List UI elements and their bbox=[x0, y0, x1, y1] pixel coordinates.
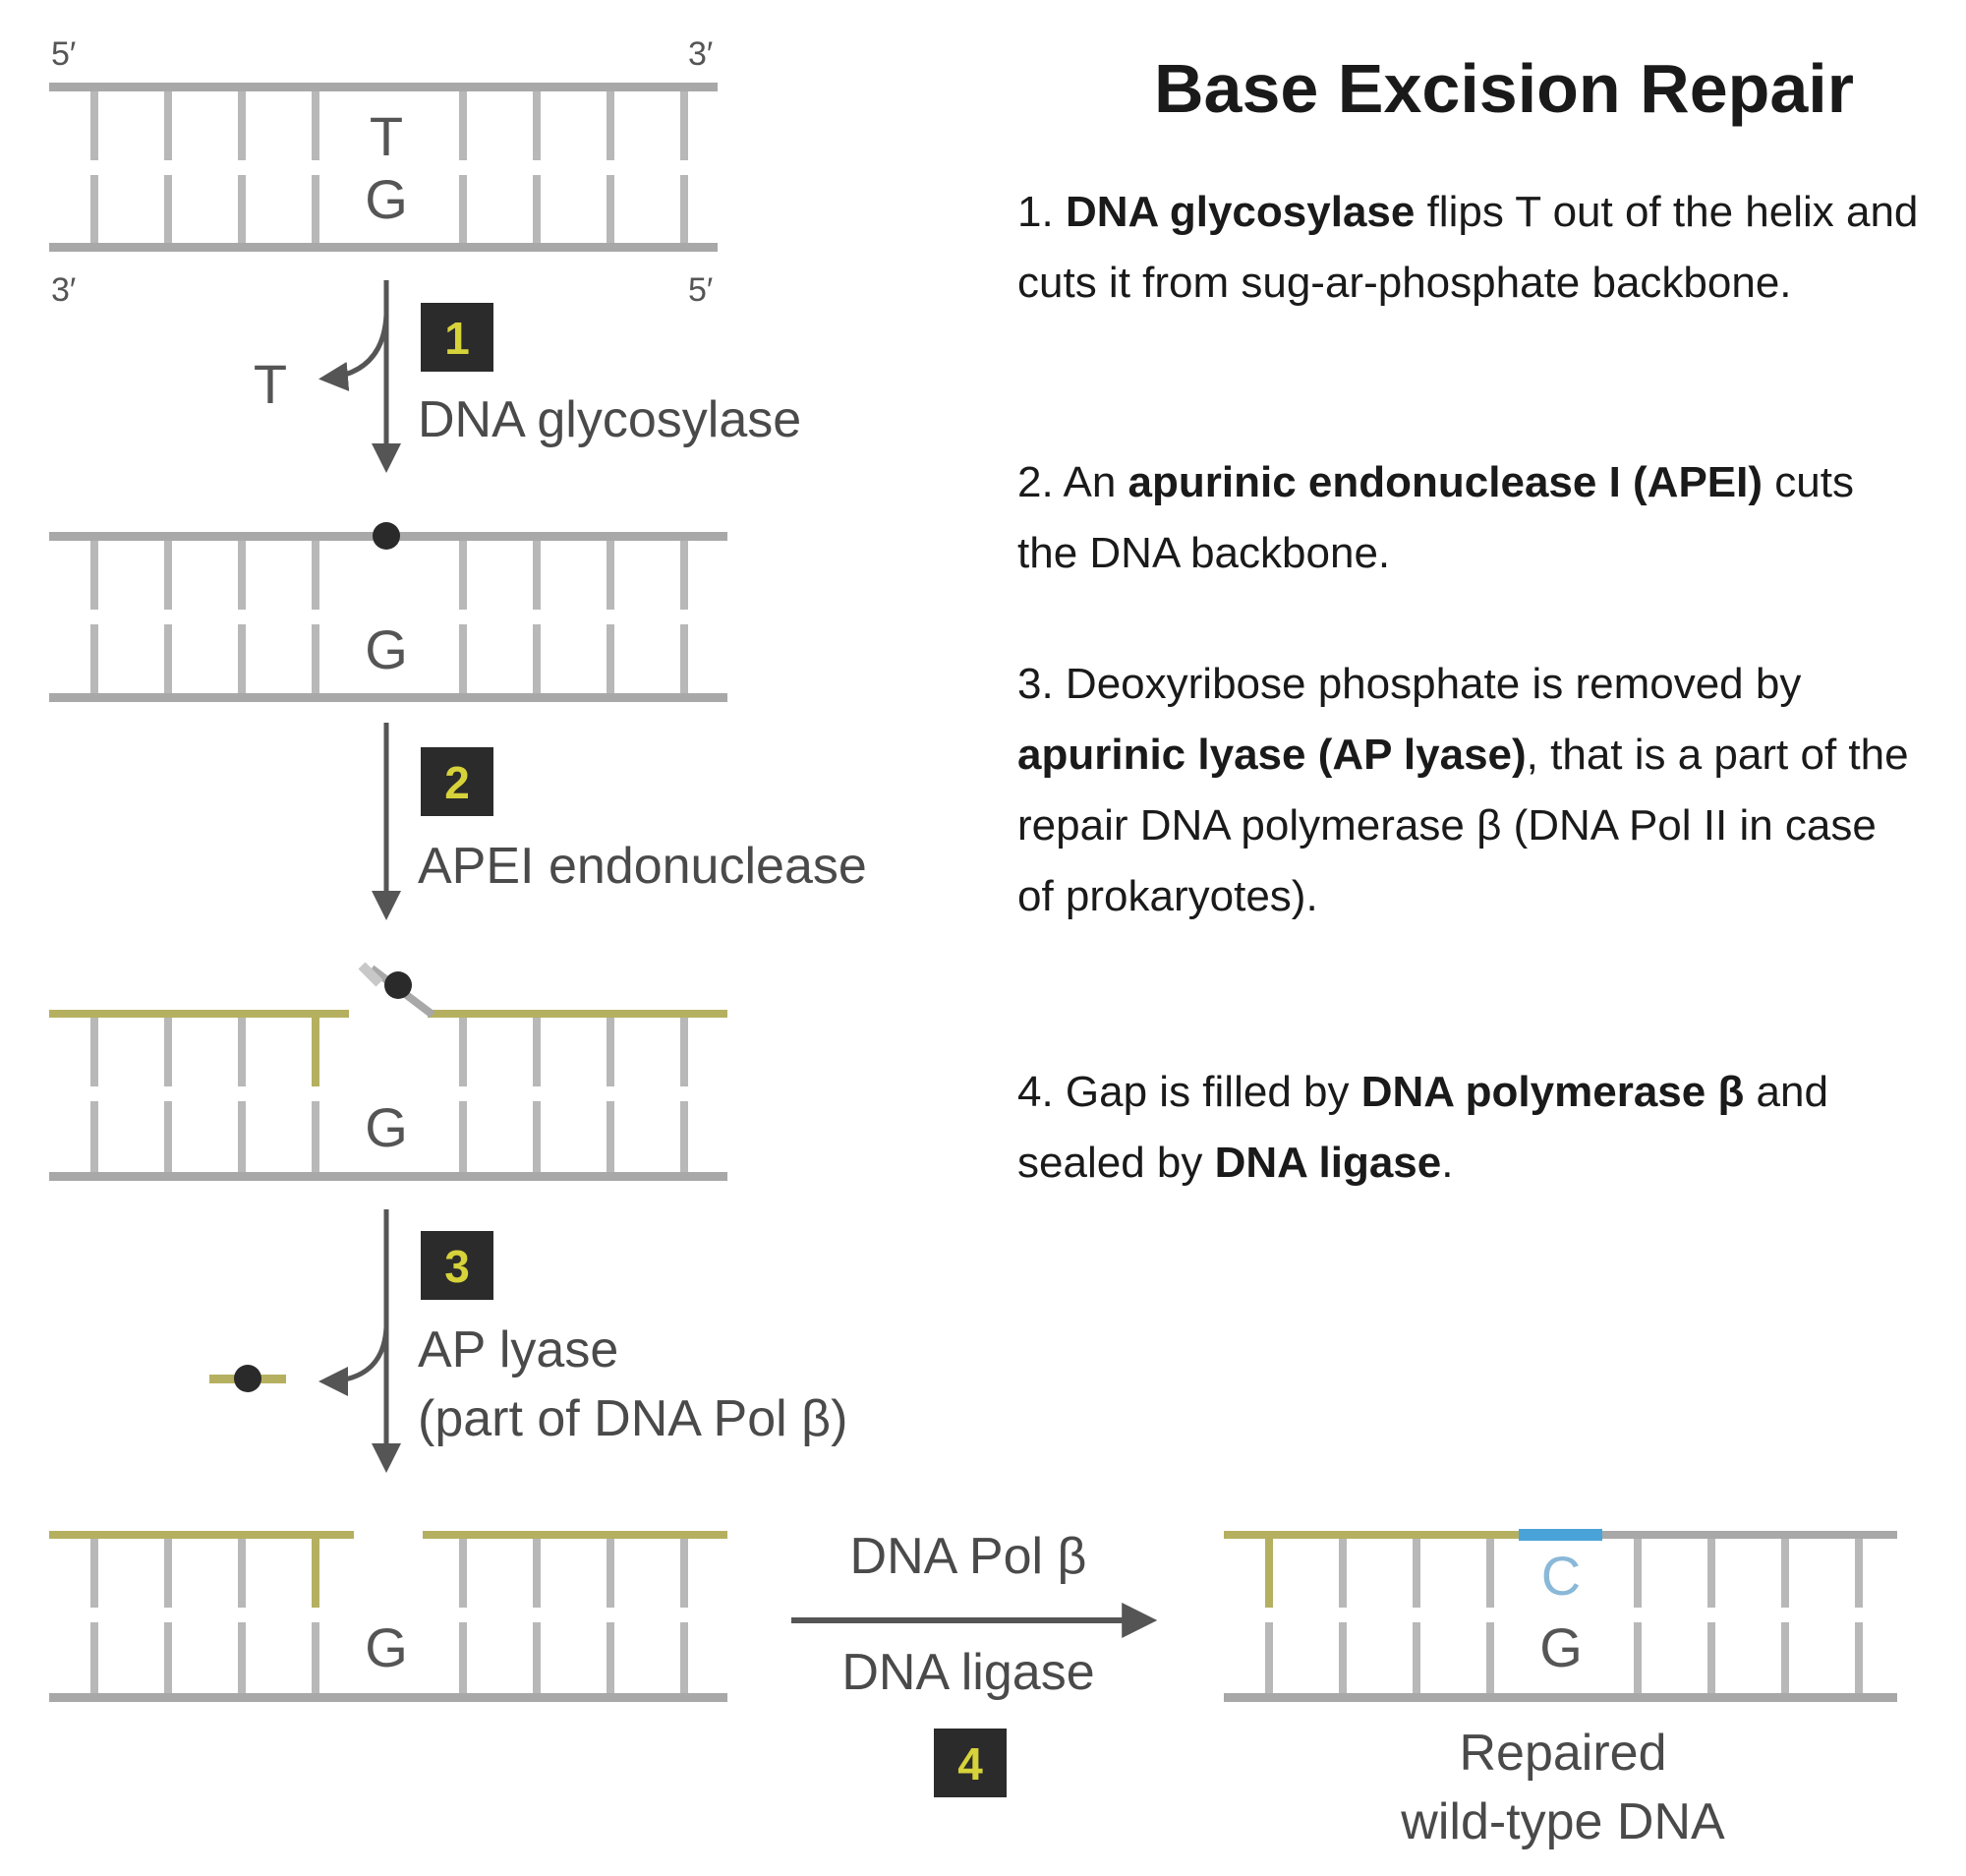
step-4-bold-2: DNA ligase bbox=[1214, 1139, 1442, 1187]
step-2-enzyme-label: APEI endonuclease bbox=[418, 838, 867, 895]
description-step-2: 2. An apurinic endonuclease I (APEI) cut… bbox=[1017, 447, 1922, 589]
svg-text:2: 2 bbox=[444, 757, 470, 808]
step-1-bold: DNA glycosylase bbox=[1065, 188, 1416, 236]
three-prime-bottom-left: 3′ bbox=[51, 271, 76, 309]
svg-text:4: 4 bbox=[957, 1738, 983, 1789]
description-step-1: 1. DNA glycosylase flips T out of the he… bbox=[1017, 177, 1922, 319]
top-backbone-left bbox=[1224, 1531, 1519, 1539]
dna-repaired: C G bbox=[1224, 1529, 1897, 1702]
dna-nicked: G bbox=[49, 962, 727, 1181]
deoxyribose-phosphate-dot bbox=[384, 971, 412, 999]
template-base-g: G bbox=[365, 618, 408, 680]
step-1-number: 1. bbox=[1017, 188, 1054, 236]
step-4-lead: 4. Gap is filled by bbox=[1017, 1068, 1361, 1116]
bottom-backbone bbox=[49, 1693, 727, 1702]
five-prime-top-left: 5′ bbox=[51, 35, 76, 73]
description-step-3: 3. Deoxyribose phosphate is removed by a… bbox=[1017, 649, 1922, 932]
step-1-text: flips T out of the helix and cuts it fro… bbox=[1017, 188, 1919, 307]
five-prime-bottom-right: 5′ bbox=[688, 271, 713, 309]
bottom-backbone bbox=[49, 243, 718, 252]
rungs bbox=[90, 1018, 688, 1172]
dna-gapped: G bbox=[49, 1531, 727, 1702]
bottom-backbone bbox=[49, 1172, 727, 1181]
step-4-bold-1: DNA polymerase β bbox=[1360, 1068, 1745, 1116]
step-3-badge: 3 bbox=[421, 1231, 493, 1300]
bottom-backbone bbox=[1224, 1693, 1897, 1702]
inserted-base-c: C bbox=[1541, 1545, 1581, 1607]
result-label-line1: Repaired bbox=[1459, 1725, 1666, 1782]
rungs bbox=[90, 1539, 688, 1693]
step-3-enzyme-label-line1: AP lyase bbox=[418, 1321, 618, 1378]
step-2-badge: 2 bbox=[421, 747, 493, 816]
step-3-enzyme-label-line2: (part of DNA Pol β) bbox=[418, 1390, 847, 1447]
dna-initial: 5′ 3′ 3′ 5′ T G bbox=[49, 35, 718, 309]
template-base-g: G bbox=[365, 1096, 408, 1158]
step-4-text-2: . bbox=[1441, 1139, 1454, 1187]
excised-base-t: T bbox=[254, 353, 287, 415]
top-backbone-left bbox=[49, 1531, 354, 1539]
step-1-badge: 1 bbox=[421, 303, 493, 372]
step-2-text: cuts the DNA backbone. bbox=[1017, 458, 1854, 577]
step-3-bold: apurinic lyase (AP lyase) bbox=[1017, 731, 1527, 779]
step-2-number: 2. An bbox=[1017, 458, 1128, 506]
rungs bbox=[90, 91, 688, 243]
top-backbone-right bbox=[428, 1010, 727, 1018]
page-title: Base Excision Repair bbox=[1154, 50, 1854, 127]
removed-deoxyribose-phosphate bbox=[209, 1365, 286, 1392]
step-3-arrow bbox=[209, 1209, 401, 1473]
rungs bbox=[90, 541, 688, 693]
step-3-text: , that is a part of the repair DNA polym… bbox=[1017, 731, 1909, 920]
result-label-line2: wild-type DNA bbox=[1400, 1793, 1725, 1850]
template-base-g: G bbox=[365, 1616, 408, 1678]
top-backbone-left bbox=[49, 1010, 349, 1018]
dna-abasic-site: G bbox=[49, 522, 727, 702]
rungs bbox=[1265, 1539, 1863, 1693]
top-backbone-right bbox=[423, 1531, 727, 1539]
svg-text:1: 1 bbox=[444, 313, 470, 364]
description-step-4: 4. Gap is filled by DNA polymerase β and… bbox=[1017, 1057, 1922, 1199]
step-3-lead: 3. Deoxyribose phosphate is removed by bbox=[1017, 660, 1802, 708]
template-base-g: G bbox=[1539, 1616, 1583, 1678]
svg-text:3: 3 bbox=[444, 1241, 470, 1292]
step-2-bold: apurinic endonuclease I (APEI) bbox=[1128, 458, 1764, 506]
step-4-enzyme-top: DNA Pol β bbox=[850, 1528, 1087, 1585]
step-4-badge: 4 bbox=[934, 1729, 1007, 1797]
three-prime-top-right: 3′ bbox=[688, 35, 713, 73]
bottom-backbone bbox=[49, 693, 727, 702]
top-backbone-right bbox=[1602, 1531, 1897, 1539]
step-4-enzyme-bottom: DNA ligase bbox=[841, 1644, 1094, 1701]
abasic-sugar-dot bbox=[373, 522, 400, 550]
step-1-arrow: T bbox=[254, 280, 401, 473]
template-base-g: G bbox=[365, 168, 408, 230]
top-backbone bbox=[49, 83, 718, 91]
step-4-text-1: and sealed by bbox=[1017, 1068, 1828, 1187]
damaged-base-t: T bbox=[370, 105, 403, 167]
step-1-enzyme-label: DNA glycosylase bbox=[418, 391, 801, 448]
repair-patch bbox=[1519, 1529, 1602, 1541]
